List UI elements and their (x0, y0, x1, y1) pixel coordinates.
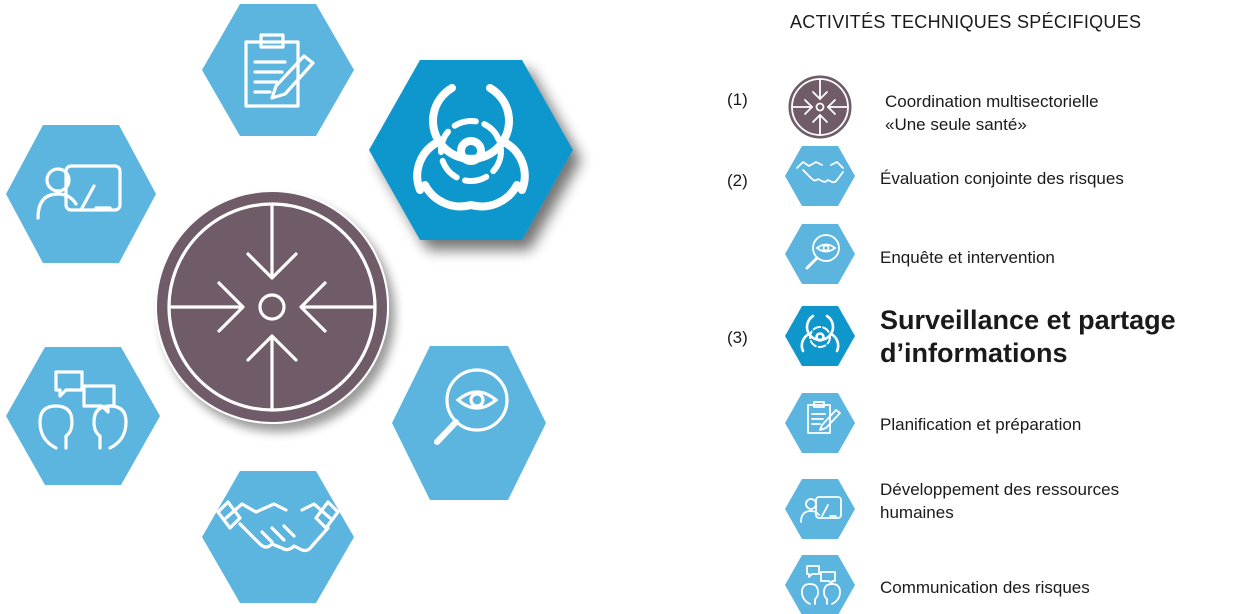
legend-label-coordination: Coordination multisectorielle «Une seule… (885, 92, 1099, 134)
hex-teacher (6, 125, 156, 263)
legend-label-surveillance: Surveillance et partage d’informations (880, 305, 1176, 368)
legend-teacher-icon (785, 479, 855, 539)
teacher-icon (36, 164, 122, 220)
legend-label-evaluation: Évaluation conjointe des risques (880, 169, 1124, 188)
legend-dialogue-icon (785, 555, 855, 614)
legend-clipboard-icon (785, 393, 855, 453)
legend-handshake-icon (785, 146, 855, 206)
legend-number-2: (2) (727, 171, 748, 190)
hex-dialogue (6, 347, 160, 485)
handshake-icon (216, 500, 340, 553)
coordination-circle (155, 190, 389, 424)
legend-label-planification: Planification et préparation (880, 415, 1082, 434)
legend-number-3: (3) (727, 328, 748, 347)
legend-label-enquete: Enquête et intervention (880, 248, 1055, 267)
hex-clipboard (202, 4, 354, 136)
magnifier-eye-icon (434, 368, 509, 445)
clipboard-icon (244, 33, 315, 108)
dialogue-icon (38, 370, 128, 450)
hex-biohazard (369, 60, 573, 240)
legend-label-ressources-humaines: Développement des ressources humaines (880, 480, 1120, 522)
legend-title: ACTIVITÉS TECHNIQUES SPÉCIFIQUES (790, 12, 1142, 32)
coordination-icon-large (167, 202, 377, 412)
legend-label-communication: Communication des risques (880, 578, 1090, 597)
legend-magnifier-icon (785, 224, 855, 284)
hex-magnifier (392, 346, 546, 500)
legend-biohazard-icon (785, 306, 855, 366)
legend-number-1: (1) (727, 90, 748, 109)
hex-handshake (202, 471, 354, 603)
legend-coordination-icon (787, 74, 853, 140)
biohazard-icon (413, 84, 529, 211)
